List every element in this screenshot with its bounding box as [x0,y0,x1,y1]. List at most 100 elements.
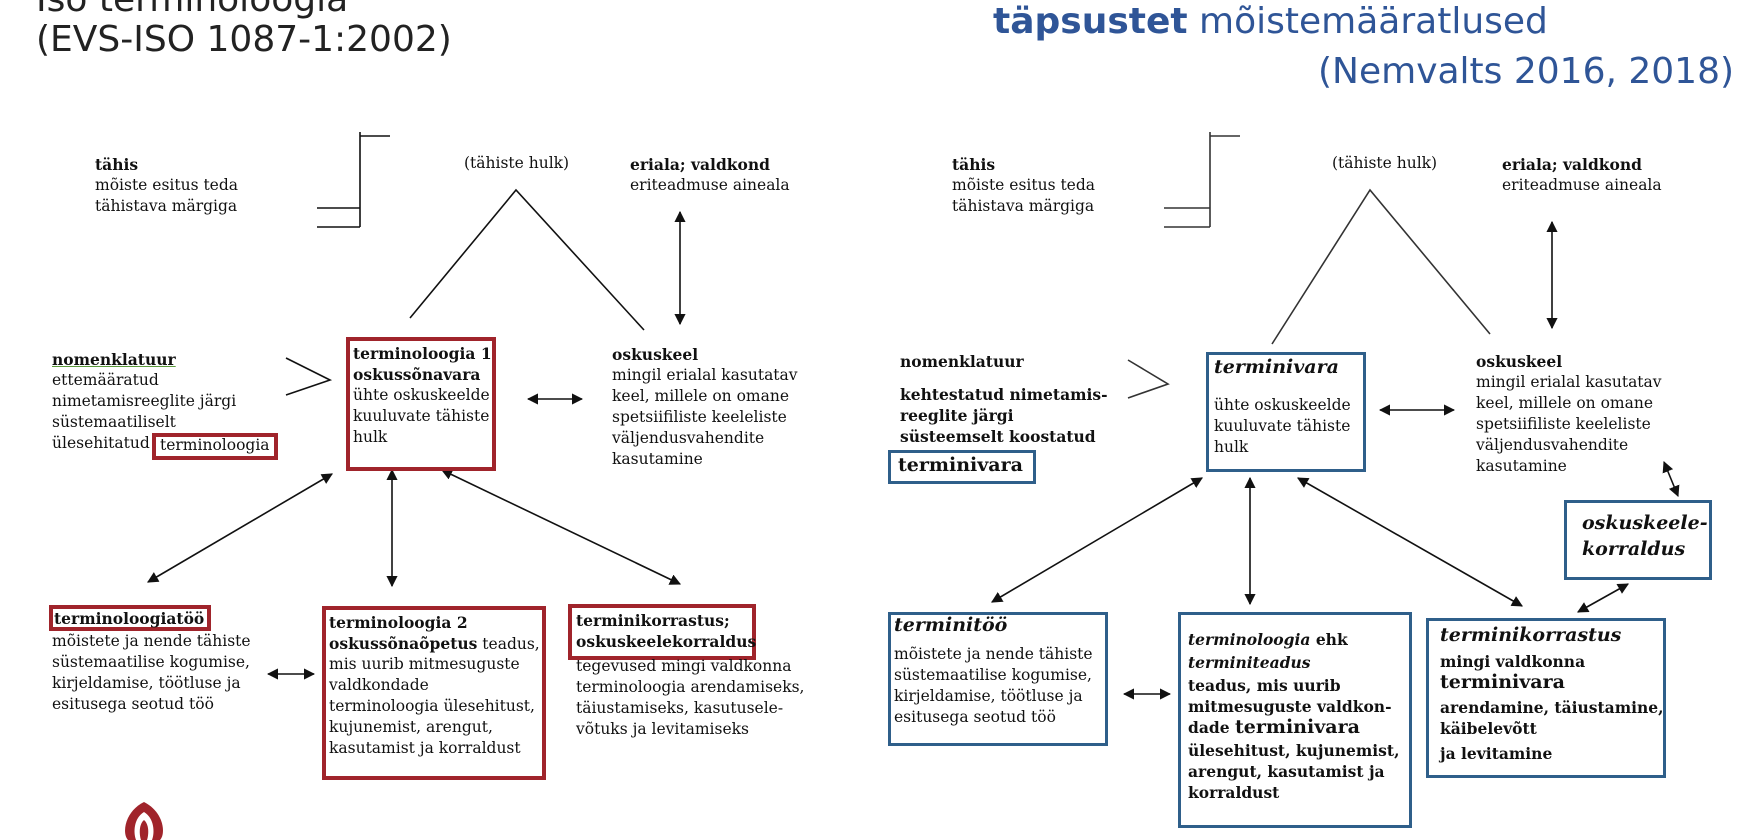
right-osk-line: keel, millele on omane [1476,394,1654,412]
right-tk-title: terminikorrastus [1440,624,1622,646]
right-arrow-tv-tt [991,477,1203,603]
left-term2-line: kasutamist ja korraldust [329,739,521,757]
left-term2-rest: teadus, [477,635,540,653]
right-tl-line: korraldust [1188,783,1280,802]
right-tt-line: esitusega seotud töö [894,708,1056,726]
right-header-bold: täpsustet [993,1,1188,42]
left-term2-line: valdkondade [329,676,429,694]
left-term1-line: hulk [353,428,388,446]
left-too-line: mõistete ja nende tähiste [52,632,251,650]
right-nomen-line: kehtestatud nimetamis- [900,385,1108,404]
right-tl-line-a: dade [1188,718,1235,737]
left-korr-line: võtuks ja levitamiseks [576,720,749,738]
left-osk-line: mingil erialal kasutatav [612,366,798,384]
left-tahis-bracket [317,132,390,228]
right-tk-line: mingi valdkonna [1440,652,1586,671]
right-tl-line-b: terminivara [1234,716,1360,738]
left-nomen-line: nimetamisreeglite järgi [52,392,237,410]
right-tt-line: kirjeldamise, töötluse ja [894,687,1083,705]
right-arrow-tv-tk [1297,477,1523,607]
right-osk-line: kasutamine [1476,457,1567,475]
right-eriala-title: eriala; valdkond [1502,155,1642,174]
left-term1-line: kuuluvate tähiste [353,407,490,425]
right-nomenklatuur-title: nomenklatuur [900,352,1024,371]
right-tl-line: ülesehitust, kujunemist, [1188,741,1400,760]
left-korr-line: terminoloogia arendamiseks, [576,678,805,696]
right-nomen-terminivara-box [888,450,1036,484]
left-eriala-line: eriteadmuse aineala [630,176,790,194]
right-nomen-boxed-text: terminivara [898,454,1023,476]
right-tk-line: terminivara [1440,671,1565,693]
left-term2-bold: oskussõnaõpetus [329,634,478,653]
left-eriala-title: eriala; valdkond [630,155,770,174]
left-tahis-title: tähis [95,155,139,174]
right-tl-line: teadus, mis uurib [1188,676,1341,695]
right-header-source: (Nemvalts 2016, 2018) [1318,51,1735,92]
right-tk-line: arendamine, täiustamine, [1440,698,1664,717]
left-term2-line: kujunemist, arengut, [329,718,493,736]
right-terminikorrastus-box [1426,618,1666,778]
right-nomen-line: süsteemselt koostatud [900,427,1096,446]
left-header-source: (EVS-ISO 1087-1:2002) [36,19,452,60]
right-tahis-line: mõiste esitus teda [952,176,1096,194]
left-term2-line: terminoloogia ülesehitust, [329,697,535,715]
left-nomenklatuur-title: nomenklatuur [52,350,176,369]
left-term1-subtitle: oskussõnavara [353,365,481,384]
right-tl-line: dade terminivara [1188,716,1360,738]
left-tahiste-hulk: (tähiste hulk) [464,154,570,172]
right-osk-line: spetsiifiliste keeleliste [1476,415,1651,433]
left-term2-title: terminoloogia 2 [329,613,468,632]
right-tv-line: kuuluvate tähiste [1214,417,1351,435]
left-too-line: süstemaatilise kogumise, [52,653,250,671]
left-header-title: Iso terminoloogia [36,0,348,21]
left-tahis-line: tähistava märgiga [95,197,238,215]
left-terminikorrastus-box [568,604,756,660]
left-term2-line: mis uurib mitmesuguste [329,655,520,673]
left-korr-title: oskuskeelekorraldus [576,632,757,651]
right-header-rest: mõistemääratlused [1187,1,1548,42]
right-arrow-oskuskeel-oskk [1662,460,1680,498]
right-tv-line: ühte oskuskeelde [1214,396,1351,414]
right-tl-title-bold: terminoloogia [1188,630,1311,649]
right-osk-line: väljendusvahendite [1476,436,1629,454]
right-triangle [1271,188,1491,345]
right-osk-line: mingil erialal kasutatav [1476,373,1662,391]
right-arrow-oskk-tk [1577,583,1629,613]
left-arrow-term1-too [147,473,333,583]
right-tahiste-hulk: (tähiste hulk) [1332,154,1438,172]
left-osk-line: keel, millele on omane [612,387,790,405]
right-eriala-line: eriteadmuse aineala [1502,176,1662,194]
left-nomen-line: süstemaatiliselt [52,413,176,431]
left-too-line: esitusega seotud töö [52,695,214,713]
left-terminoloogiatoo-box [49,605,211,631]
right-tahis-line: tähistava märgiga [952,197,1095,215]
right-tahis-title: tähis [952,155,996,174]
left-oskuskeel-title: oskuskeel [612,345,699,364]
left-osk-line: kasutamine [612,450,703,468]
right-tl-line: mitmesuguste valdkon- [1188,697,1392,716]
left-triangle [409,188,645,331]
left-term1-title: terminoloogia 1 [353,344,492,363]
right-oskk-title: korraldus [1582,538,1686,560]
right-tv-title: terminivara [1214,356,1339,378]
right-tl-title: terminoloogia ehk [1188,630,1348,650]
right-tahis-bracket [1164,132,1240,228]
right-oskuskeelekorraldus-box [1564,500,1712,580]
right-terminitoo-box [888,612,1108,746]
right-terminivara-box [1206,352,1366,472]
left-term2-line: oskussõnaõpetus teadus, [329,634,540,654]
left-korr-line: tegevused mingi valdkonna [576,657,792,675]
left-nomen-boxed-text: terminoloogia [160,436,270,454]
right-nomen-line: reeglite järgi [900,406,1014,425]
left-korr-title: terminikorrastus; [576,611,730,630]
right-tv-line: hulk [1214,438,1249,456]
left-arrow-term1-korr [440,469,682,585]
right-header-title: täpsustet mõistemääratlused [993,0,1548,43]
left-nomen-bracket [285,357,333,396]
right-nomen-bracket [1127,359,1170,399]
left-too-line: kirjeldamise, töötluse ja [52,674,241,692]
right-oskk-title: oskuskeele- [1582,512,1708,534]
right-tt-title: terminitöö [894,614,1008,636]
right-tl-subtitle: terminiteadus [1188,653,1311,672]
left-osk-line: spetsiifiliste keeleliste [612,408,787,426]
